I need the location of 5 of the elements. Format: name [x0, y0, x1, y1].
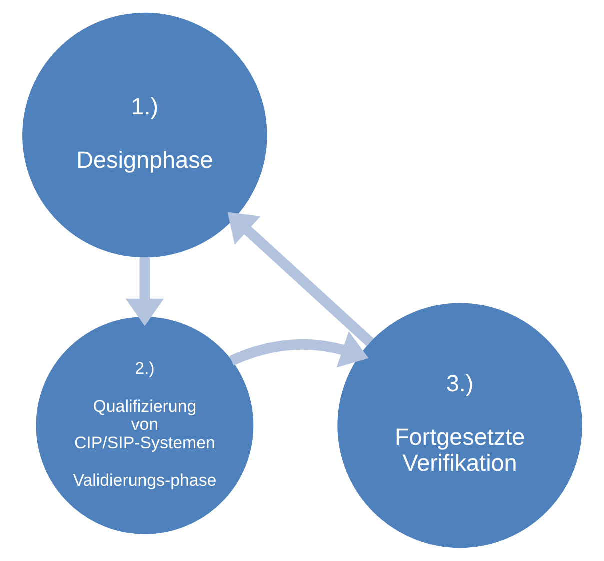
arrow [229, 332, 368, 368]
arrow [125, 257, 164, 326]
node-circle: 2.) Qualifizierung von CIP/SIP-Systemen Validierungs-phase [36, 316, 254, 534]
arrow [227, 212, 374, 346]
node-circle: 1.) Designphase [22, 12, 267, 258]
